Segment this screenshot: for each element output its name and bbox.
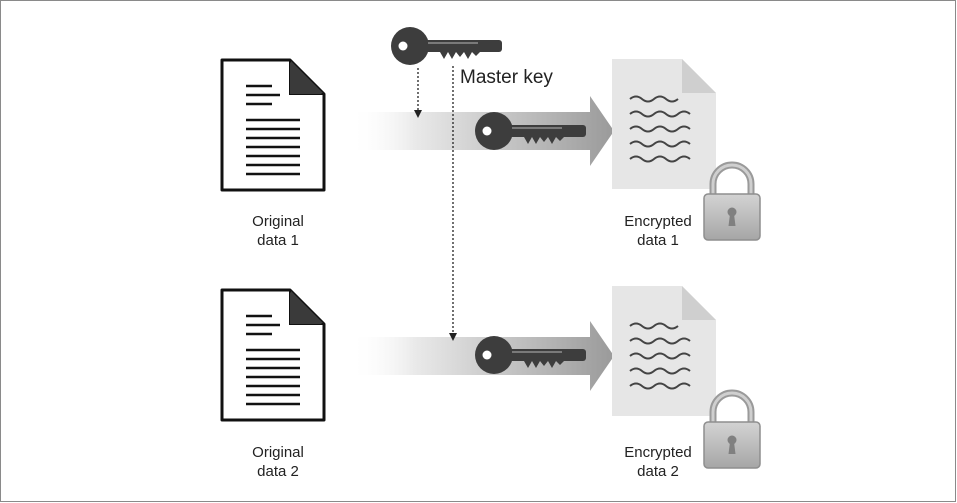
original-document-1-icon: [220, 58, 326, 192]
encrypted-label-1-line-2: data 1: [637, 232, 679, 249]
master-key-group: Master key: [391, 27, 553, 341]
original-document-2-icon: [220, 288, 326, 422]
row-2: Original data 2 Encrypted data 2: [220, 285, 760, 480]
master-key-link-2-arrowhead: [449, 333, 457, 341]
master-key-link-1-arrowhead: [414, 110, 422, 118]
padlock-1-icon: [704, 165, 760, 240]
original-label-1-line-2: data 1: [257, 232, 299, 249]
master-key-icon: [391, 27, 502, 65]
encrypted-label-1-line-1: Encrypted: [624, 213, 692, 230]
master-key-label: Master key: [460, 67, 553, 88]
encrypted-label-2-line-1: Encrypted: [624, 444, 692, 461]
original-label-2-line-1: Original: [252, 444, 304, 461]
encrypted-label-2-line-2: data 2: [637, 463, 679, 480]
original-label-2-line-2: data 2: [257, 463, 299, 480]
encrypted-document-2-icon: [611, 285, 717, 417]
original-label-1-line-1: Original: [252, 213, 304, 230]
encrypted-document-1-icon: [611, 58, 717, 190]
padlock-2-icon: [704, 393, 760, 468]
